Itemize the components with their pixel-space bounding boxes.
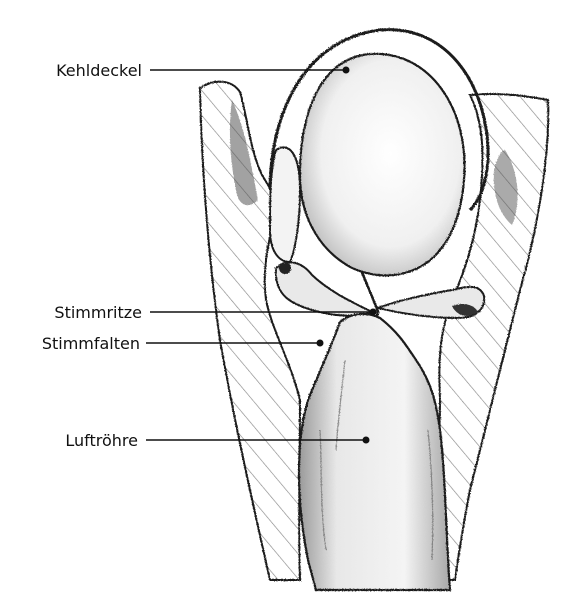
stimmritze-dot: [370, 309, 377, 316]
luftroehre-dot: [363, 437, 370, 444]
label-stimmritze: Stimmritze: [54, 303, 142, 322]
left-aryepiglottic-fold: [270, 147, 300, 262]
labels: Kehldeckel Stimmritze Stimmfalten Luftrö…: [42, 61, 142, 450]
label-stimmfalten: Stimmfalten: [42, 334, 140, 353]
kehldeckel-dot: [343, 67, 350, 74]
label-kehldeckel: Kehldeckel: [56, 61, 142, 80]
stimmfalten-dot: [317, 340, 324, 347]
trachea: [299, 314, 450, 590]
label-luftroehre: Luftröhre: [65, 431, 138, 450]
epiglottis: [300, 54, 465, 276]
left-arytenoid-dot: [279, 262, 291, 274]
